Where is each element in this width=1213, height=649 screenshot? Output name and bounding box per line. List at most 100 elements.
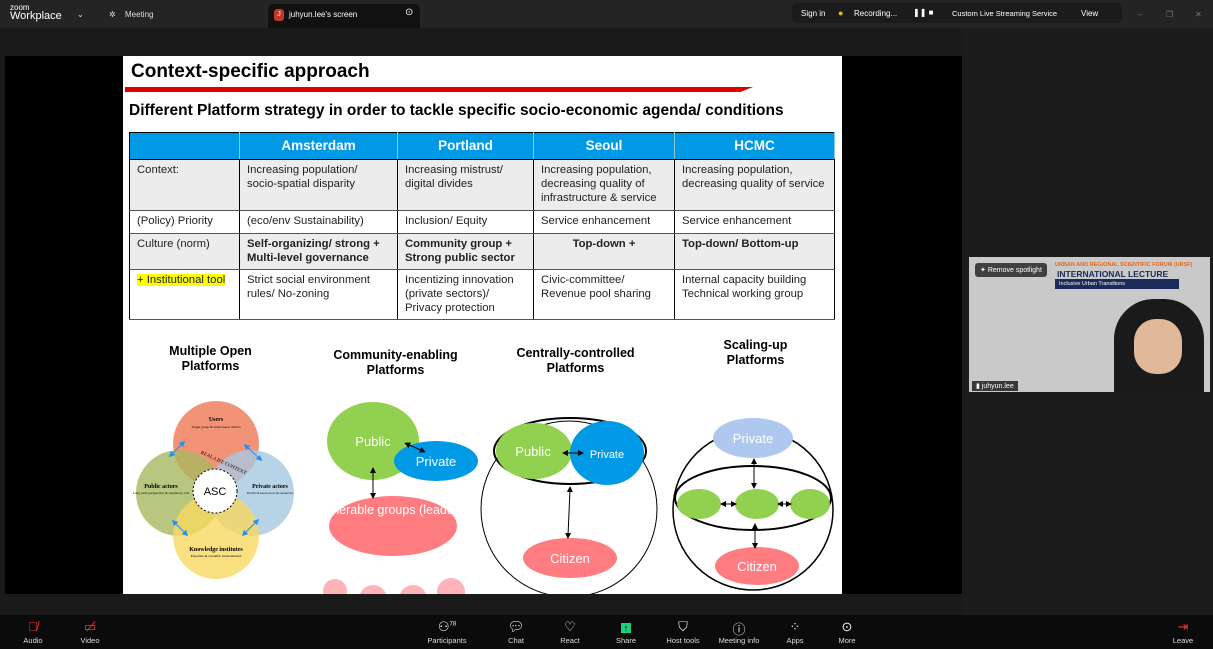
citizen-label: Citizen bbox=[737, 559, 777, 574]
meeting-info-label: Meeting info bbox=[718, 636, 760, 645]
knowledge-sub: Expertise & scientific substantiation bbox=[191, 554, 242, 558]
cell: Increasing population/ socio-spatial dis… bbox=[239, 159, 398, 211]
cell: Top-down + bbox=[533, 233, 675, 270]
table-row: Culture (norm)Self-organizing/ strong + … bbox=[129, 233, 835, 270]
host-tools-label: Host tools bbox=[666, 636, 700, 645]
recording-status[interactable]: Recording... bbox=[854, 9, 898, 18]
audio-button[interactable]: 🎙̸ Audio bbox=[8, 619, 58, 645]
react-label: React bbox=[560, 636, 580, 645]
avatar: J bbox=[274, 9, 284, 21]
public-label: Public actors bbox=[144, 484, 178, 490]
react-button[interactable]: ♡ React bbox=[545, 619, 595, 645]
pin-icon: ✦ bbox=[980, 267, 988, 274]
more-button[interactable]: ⊙More bbox=[822, 619, 872, 645]
private-sub: Practical know-how & resources bbox=[247, 491, 293, 495]
participants-label: Participants bbox=[427, 636, 467, 645]
info-icon: ⓘ bbox=[732, 622, 746, 637]
central-diagram: Public Private Citizen bbox=[480, 417, 658, 594]
participant-video[interactable]: URBAN AND REGIONAL SCIENTIFIC FORUM (URS… bbox=[969, 257, 1210, 392]
close-icon[interactable]: ✕ bbox=[1195, 10, 1202, 19]
open-platforms-diagram: ASC Users Target group & behavioural dri… bbox=[133, 401, 294, 579]
slide-subtitle: Different Platform strategy in order to … bbox=[129, 102, 784, 119]
share-label: Share bbox=[615, 636, 636, 645]
heart-icon: ♡ bbox=[564, 619, 576, 634]
private-label: Private bbox=[733, 431, 773, 446]
apps-button[interactable]: ⁘ Apps bbox=[770, 619, 820, 645]
remove-spotlight-label: Remove spotlight bbox=[987, 267, 1042, 274]
share-button[interactable]: ↑Share bbox=[601, 619, 651, 645]
cell: Culture (norm) bbox=[129, 233, 240, 270]
banner-title: INTERNATIONAL LECTURE bbox=[1057, 269, 1169, 279]
platform-diagrams: ASC Users Target group & behavioural dri… bbox=[133, 401, 834, 594]
diagram-title: Centrally-controlled Platforms bbox=[516, 346, 635, 375]
speaker bbox=[1114, 299, 1204, 392]
cell: Incentizing innovation (private sectors)… bbox=[397, 269, 534, 320]
status-pill: Sign in ● Recording... ❚❚ ■ Custom Live … bbox=[792, 3, 1122, 23]
more-icon[interactable]: ⊙ bbox=[405, 7, 414, 18]
mic-muted-icon: 🎙̸ bbox=[28, 619, 38, 634]
participants-count: 78 bbox=[449, 621, 457, 628]
maximize-icon[interactable]: ❐ bbox=[1166, 10, 1174, 19]
host-tools-button[interactable]: ⛉Host tools bbox=[658, 619, 708, 645]
diagram-title: Multiple Open Platforms bbox=[169, 344, 252, 373]
leave-button[interactable]: ⇥Leave bbox=[1158, 619, 1208, 645]
diagram-title: Community-enabling Platforms bbox=[333, 348, 458, 377]
header-cell: Seoul bbox=[533, 132, 675, 160]
users-label: Users bbox=[209, 417, 224, 423]
remove-spotlight-button[interactable]: ✦ Remove spotlight bbox=[975, 263, 1047, 277]
scaling-diagram: Private Citizen bbox=[672, 418, 834, 591]
meeting-label[interactable]: Meeting bbox=[125, 10, 154, 19]
highlighted-label: + Institutional tool bbox=[137, 274, 226, 286]
public-sub: Long term perspective & regulatory role bbox=[133, 491, 190, 495]
private-label: Private bbox=[590, 449, 624, 461]
more-icon: ⊙ bbox=[841, 619, 853, 634]
chat-button[interactable]: 💬︎Chat bbox=[491, 619, 541, 645]
video-button[interactable]: ▭̸Video bbox=[65, 619, 115, 645]
shield-icon: ● bbox=[838, 8, 844, 18]
pause-icon[interactable]: ❚❚ ■ bbox=[913, 8, 934, 17]
signal-icon: ▮ bbox=[976, 383, 982, 390]
brand: Workplace bbox=[10, 10, 62, 22]
cell: Internal capacity building Technical wor… bbox=[674, 269, 835, 320]
screen-share-tab[interactable]: J juhyun.lee's screen ⊙ bbox=[268, 4, 420, 28]
apps-icon: ⁘ bbox=[789, 619, 801, 634]
community-diagram: Public Private Venerable groups (leaders… bbox=[318, 402, 478, 594]
asc-label: ASC bbox=[204, 486, 227, 498]
table-row: Context:Increasing population/ socio-spa… bbox=[129, 159, 835, 211]
public-label: Public bbox=[355, 434, 391, 449]
apps-label: Apps bbox=[786, 636, 804, 645]
audio-label: Audio bbox=[23, 636, 43, 645]
tab-label: juhyun.lee's screen bbox=[289, 10, 358, 19]
cell: Community group + Strong public sector bbox=[397, 233, 534, 270]
knowledge-label: Knowledge institutes bbox=[189, 547, 243, 553]
table-row: (Policy) Priority(eco/env Sustainability… bbox=[129, 210, 835, 234]
participant-name: ▮ juhyun.lee bbox=[972, 381, 1018, 391]
slide: Context-specific approach Different Plat… bbox=[123, 56, 842, 594]
comparison-table: Amsterdam Portland Seoul HCMC Context:In… bbox=[129, 132, 835, 320]
cell: Top-down/ Bottom-up bbox=[674, 233, 835, 270]
video-label: Video bbox=[80, 636, 100, 645]
chat-icon: 💬︎ bbox=[507, 619, 525, 634]
minimize-icon[interactable]: – bbox=[1138, 10, 1143, 19]
cell: Service enhancement bbox=[674, 210, 835, 234]
cell: Increasing mistrust/ digital divides bbox=[397, 159, 534, 211]
sign-in-button[interactable]: Sign in bbox=[801, 9, 826, 18]
view-button[interactable]: View bbox=[1081, 9, 1099, 18]
header-cell: Amsterdam bbox=[239, 132, 398, 160]
groups-label: Venerable groups (leaders) bbox=[318, 503, 469, 517]
citizen-label: Citizen bbox=[550, 551, 590, 566]
users-sub: Target group & behavioural drivers bbox=[191, 425, 241, 429]
streaming-menu[interactable]: Custom Live Streaming Service bbox=[952, 9, 1058, 18]
chevron-down-icon[interactable]: ⌄ bbox=[77, 10, 84, 19]
cell: + Institutional tool bbox=[129, 269, 240, 320]
brand-small: zoom bbox=[10, 3, 30, 12]
share-icon: ↑ bbox=[601, 619, 651, 636]
cell: Increasing population, decreasing qualit… bbox=[533, 159, 675, 211]
cell: (Policy) Priority bbox=[129, 210, 240, 234]
